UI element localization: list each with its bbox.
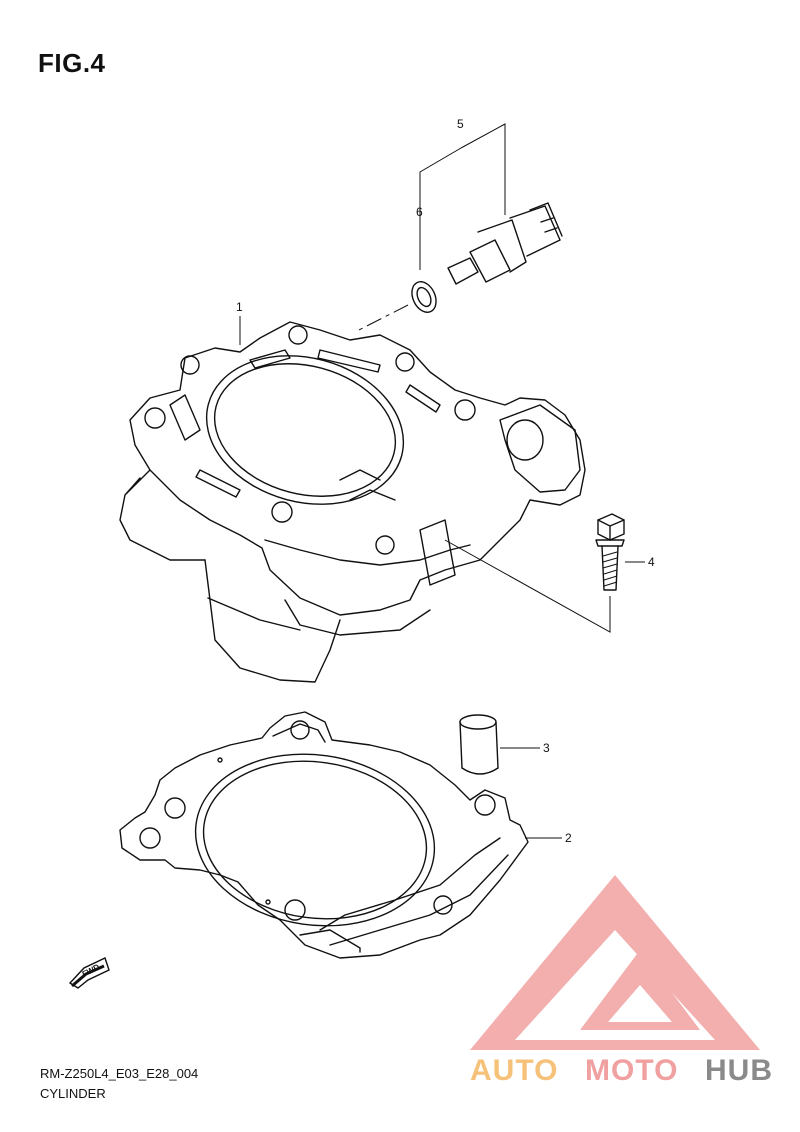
callout-5: 5 (457, 117, 464, 131)
diagram-code: RM-Z250L4_E03_E28_004 (40, 1066, 199, 1081)
watermark-brand-part2: MOTO (585, 1054, 678, 1087)
part-1-cylinder (119, 321, 586, 683)
leader-lines (239, 123, 645, 839)
part-6-washer (411, 281, 437, 313)
watermark-brand-part1: AUTO (470, 1054, 558, 1087)
figure-title: FIG.4 (38, 48, 106, 78)
part-5-temperature-sensor (447, 202, 563, 285)
callout-3: 3 (543, 741, 550, 755)
callout-1: 1 (236, 300, 243, 314)
diagram-name: CYLINDER (40, 1086, 106, 1101)
part-2-head-gasket (119, 711, 529, 959)
fwd-arrow-icon: FWD (68, 957, 110, 989)
watermark-logo-icon (470, 875, 760, 1050)
part-4-bolt (595, 513, 625, 591)
part-3-dowel-pin (459, 714, 499, 775)
callout-4: 4 (648, 555, 655, 569)
callout-6: 6 (416, 205, 423, 219)
watermark-brand-part3: HUB (705, 1054, 773, 1087)
callout-2: 2 (565, 831, 572, 845)
